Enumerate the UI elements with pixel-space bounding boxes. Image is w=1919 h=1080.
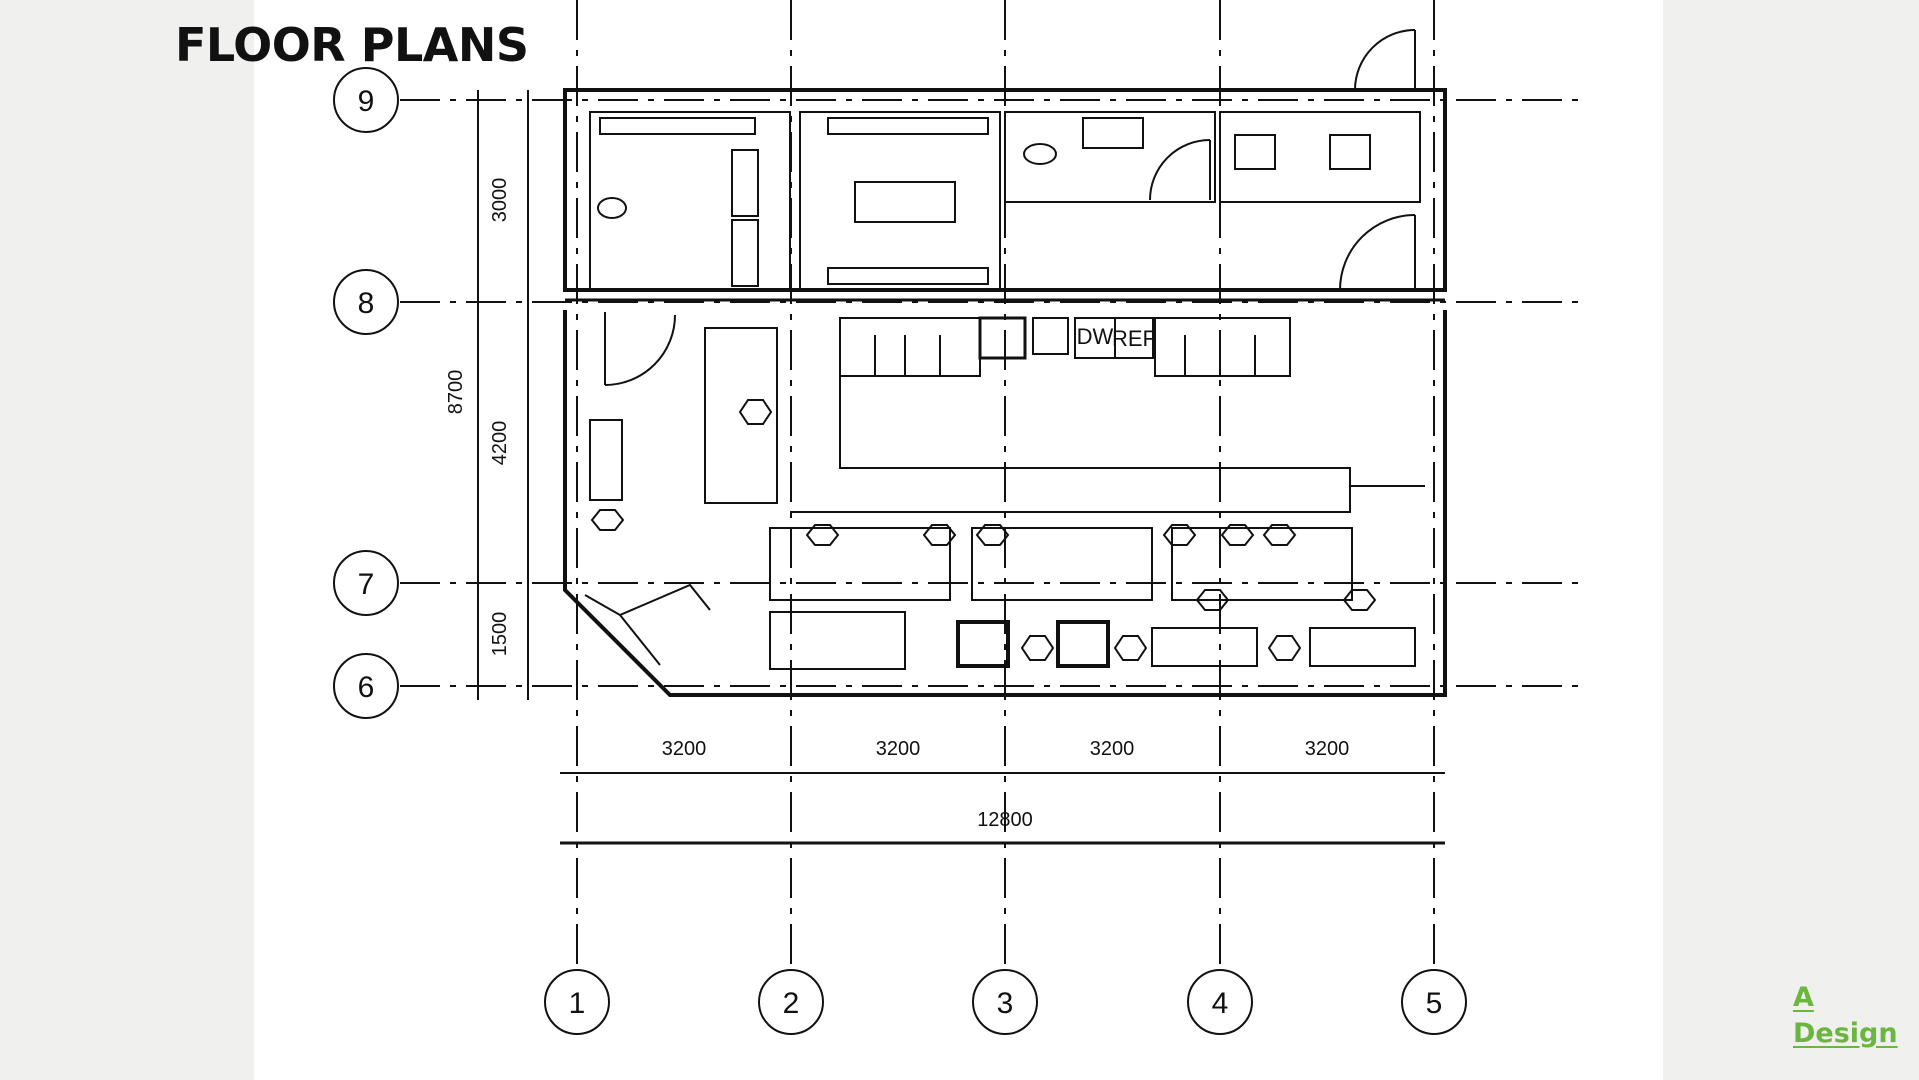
dim-horizontal-2: 3200 (876, 738, 921, 760)
dim-horizontal-3: 3200 (1090, 738, 1135, 760)
dim-horizontal-4: 3200 (1305, 738, 1350, 760)
dim-vertical-overall: 8700 (445, 370, 467, 415)
grid-label-col-1: 1 (569, 987, 586, 1020)
grid-label-col-4: 4 (1212, 987, 1229, 1020)
grid-label-col-2: 2 (783, 987, 800, 1020)
appliance-label-dw: DW (1077, 324, 1114, 349)
appliance-label-ref: REF (1112, 326, 1156, 351)
kitchen-counters (589, 316, 1425, 513)
doors (584, 29, 1416, 666)
dim-horizontal-overall: 12800 (977, 809, 1033, 831)
grid-labels: 1 2 3 4 5 9 8 7 6 (358, 85, 1443, 1020)
grid-label-col-5: 5 (1426, 987, 1443, 1020)
grid-label-col-3: 3 (997, 987, 1014, 1020)
grid-label-row-8: 8 (358, 287, 375, 320)
upper-rooms (589, 111, 1421, 291)
brand-line-1: A (1793, 982, 1814, 1013)
dimension-lines (477, 90, 1445, 845)
outer-walls (563, 88, 1447, 697)
grid-label-row-7: 7 (358, 568, 375, 601)
dining-tables (590, 399, 1416, 670)
dimension-labels: 3200 3200 3200 3200 12800 3000 4200 1500… (445, 178, 1349, 831)
brand-link[interactable]: A Design (1793, 980, 1898, 1052)
page-title: FLOOR PLANS (175, 18, 529, 72)
dim-horizontal-1: 3200 (662, 738, 707, 760)
grid-bubbles (333, 67, 1467, 1035)
dim-vertical-2: 4200 (489, 421, 511, 466)
dim-vertical-3: 1500 (489, 612, 511, 657)
brand-line-2: Design (1793, 1018, 1898, 1049)
appliance-labels: DW REF (1077, 324, 1156, 351)
grid-label-row-6: 6 (358, 671, 375, 704)
dim-vertical-1: 3000 (489, 178, 511, 223)
drawing-sheet (254, 0, 1663, 1080)
grid-label-row-9: 9 (358, 85, 375, 118)
